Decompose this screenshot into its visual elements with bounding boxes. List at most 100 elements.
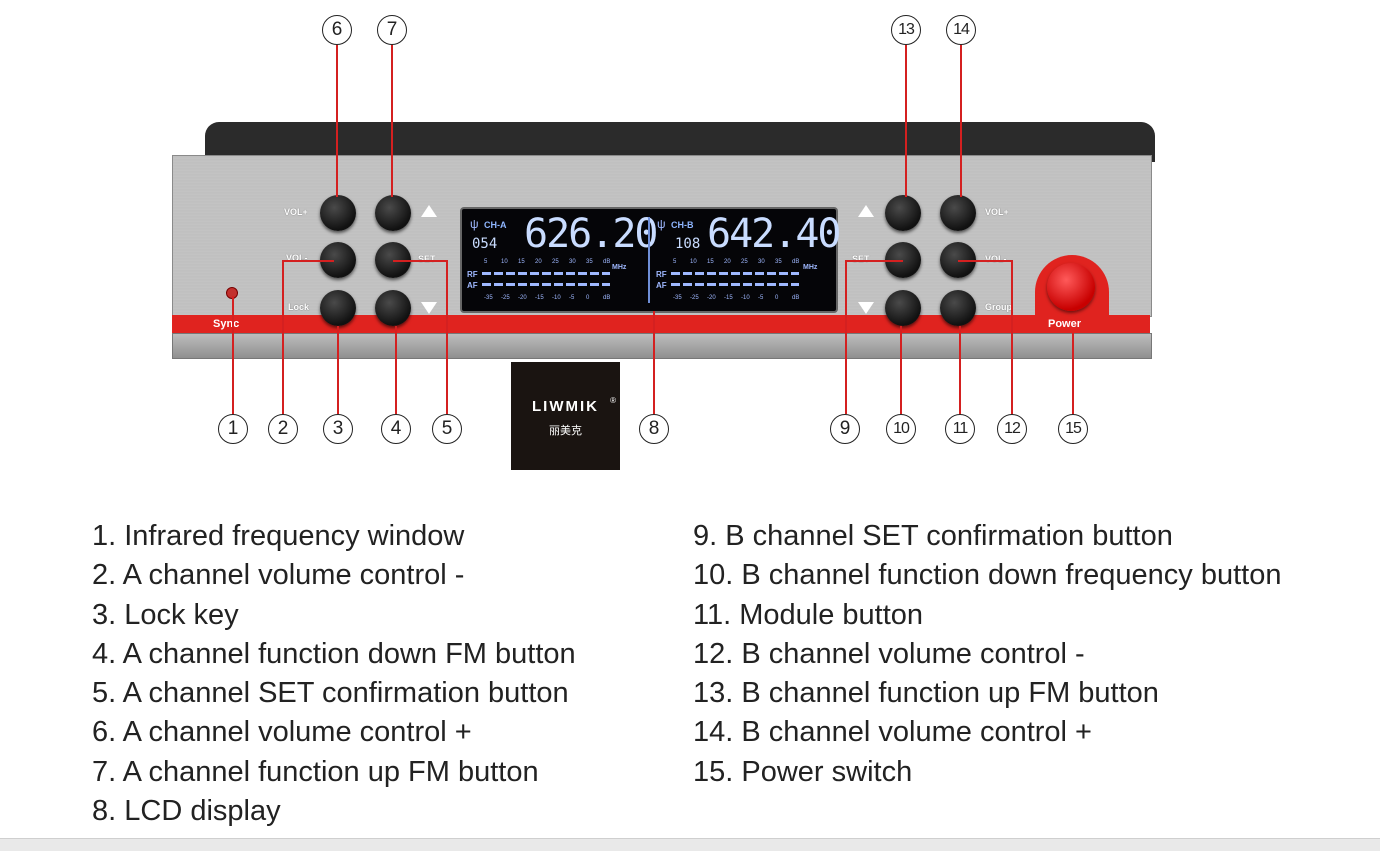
set-a-label: SET <box>418 254 436 264</box>
lcd-b-af: AF <box>656 281 667 290</box>
lcd-b-rf-bars <box>671 272 799 275</box>
b-vol-plus-button[interactable] <box>940 195 976 231</box>
legend-left: 1. Infrared frequency window 2. A channe… <box>92 517 576 831</box>
callout-3: 3 <box>323 414 353 444</box>
lcd-af-tick: 0 <box>586 295 590 301</box>
lcd-db-tick: 35 <box>775 259 782 265</box>
callout-10: 10 <box>886 414 916 444</box>
set-b-label: SET <box>852 254 870 264</box>
legend-item: 3. Lock key <box>92 598 239 631</box>
legend-item: 9. B channel SET confirmation button <box>693 520 1173 552</box>
logo-name: LIWMIK <box>532 398 599 415</box>
callout-1: 1 <box>218 414 248 444</box>
callout-13: 13 <box>891 15 921 45</box>
legend-item: 7. A channel function up FM button <box>92 755 539 788</box>
logo-chinese-name: 丽美克 <box>549 425 582 437</box>
up-arrow-icon <box>421 205 437 217</box>
lcd-db-tick: 25 <box>741 259 748 265</box>
legend-item: 13. B channel function up FM button <box>693 677 1159 710</box>
lcd-af-tick: dB <box>792 295 800 301</box>
legend-item: 5. A channel SET confirmation button <box>92 677 569 710</box>
lock-label: Lock <box>288 302 310 312</box>
device-bottom-bezel <box>172 333 1152 359</box>
a-down-button[interactable] <box>375 290 411 326</box>
legend-item: 12. B channel volume control - <box>693 637 1085 670</box>
lcd-b-unit: MHz <box>803 264 818 271</box>
callout-11: 11 <box>945 414 975 444</box>
callout-line-15 <box>1072 333 1074 414</box>
callout-line-2-h <box>282 260 334 262</box>
lcd-db-tick: 10 <box>501 259 508 265</box>
callout-line-12 <box>1011 260 1013 414</box>
lcd-af-tick: -20 <box>707 295 716 301</box>
down-arrow-icon <box>421 302 437 314</box>
vol-plus-b-label: VOL+ <box>985 207 1009 217</box>
lcd-af-tick: -35 <box>673 295 682 301</box>
lcd-af-tick: -10 <box>552 295 561 301</box>
lcd-b-af-bars <box>671 283 799 286</box>
a-lock-button[interactable] <box>320 290 356 326</box>
lcd-db-tick: 15 <box>518 259 525 265</box>
front-red-strip <box>172 315 1150 333</box>
lcd-a-rf: RF <box>467 270 478 279</box>
lcd-af-tick: -5 <box>758 295 764 301</box>
lcd-b-group: 108 <box>675 236 701 252</box>
antenna-icon: ψ <box>470 217 479 231</box>
lcd-db-tick: dB <box>792 259 800 265</box>
b-group-button[interactable] <box>940 290 976 326</box>
a-up-button[interactable] <box>375 195 411 231</box>
brand-logo: LIWMIK ® 丽美克 <box>511 362 620 470</box>
b-up-button[interactable] <box>885 195 921 231</box>
callout-14: 14 <box>946 15 976 45</box>
power-button[interactable] <box>1047 263 1095 311</box>
group-label: Group <box>985 302 1012 312</box>
callout-line-12-h <box>958 260 1012 262</box>
lcd-af-tick: -5 <box>569 295 575 301</box>
legend-item: 10. B channel function down frequency bu… <box>693 559 1282 592</box>
callout-6: 6 <box>322 15 352 45</box>
lcd-db-tick: 5 <box>484 259 488 265</box>
lcd-a-frequency: 626.20 <box>524 211 658 257</box>
callout-line-11 <box>959 326 961 414</box>
lcd-af-tick: -10 <box>741 295 750 301</box>
callout-line-10 <box>900 326 902 414</box>
callout-line-5 <box>446 260 448 414</box>
vol-plus-a-label: VOL+ <box>284 207 308 217</box>
callout-line-9 <box>845 260 847 414</box>
lcd-db-tick: 30 <box>758 259 765 265</box>
lcd-a-rf-bars <box>482 272 610 275</box>
callout-line-5-h <box>393 260 447 262</box>
callout-line-2 <box>282 260 284 414</box>
lcd-db-tick: dB <box>603 259 611 265</box>
lcd-af-tick: -25 <box>690 295 699 301</box>
callout-2: 2 <box>268 414 298 444</box>
lcd-af-tick: -20 <box>518 295 527 301</box>
callout-5: 5 <box>432 414 462 444</box>
callout-4: 4 <box>381 414 411 444</box>
lcd-a-af-bars <box>482 283 610 286</box>
b-down-button[interactable] <box>885 290 921 326</box>
legend-item: 1. Infrared frequency window <box>92 520 465 552</box>
legend-item: 6. A channel volume control + <box>92 716 472 749</box>
legend-item: 15. Power switch <box>693 755 913 788</box>
lcd-a-af: AF <box>467 281 478 290</box>
callout-line-8 <box>653 311 655 414</box>
lcd-db-tick: 20 <box>535 259 542 265</box>
lcd-a-group: 054 <box>472 236 498 252</box>
lcd-db-tick: 20 <box>724 259 731 265</box>
vol-minus-a-label: VOL- <box>286 253 308 263</box>
legend-item: 2. A channel volume control - <box>92 559 465 592</box>
lcd-db-tick: 25 <box>552 259 559 265</box>
legend-item: 14. B channel volume control + <box>693 716 1092 749</box>
a-vol-plus-button[interactable] <box>320 195 356 231</box>
callout-line-7 <box>391 45 393 197</box>
vol-minus-b-label: VOL- <box>985 254 1007 264</box>
lcd-db-tick: 15 <box>707 259 714 265</box>
callout-15: 15 <box>1058 414 1088 444</box>
lcd-a-unit: MHz <box>612 264 627 271</box>
legend-item: 11. Module button <box>693 598 924 631</box>
callout-7: 7 <box>377 15 407 45</box>
callout-line-9-h <box>845 260 903 262</box>
